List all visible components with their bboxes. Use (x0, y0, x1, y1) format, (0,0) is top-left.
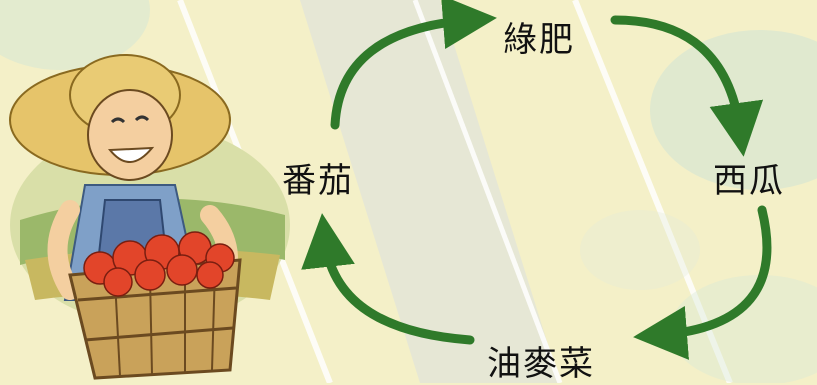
crop-label-tomato: 番茄 (282, 161, 354, 201)
crop-label-green-manure: 綠肥 (503, 20, 575, 60)
tomatoes (83, 231, 235, 297)
arrow-bottom-to-left (301, 213, 475, 345)
crop-label-watermelon: 西瓜 (713, 161, 785, 201)
face (87, 89, 173, 181)
crop-label-lettuce: 油麥菜 (487, 344, 595, 384)
arrow-right-to-bottom (633, 205, 772, 360)
farmer-illustration (9, 54, 290, 380)
arrow-top-to-right (610, 15, 764, 157)
arrow-left-to-top (330, 0, 497, 130)
